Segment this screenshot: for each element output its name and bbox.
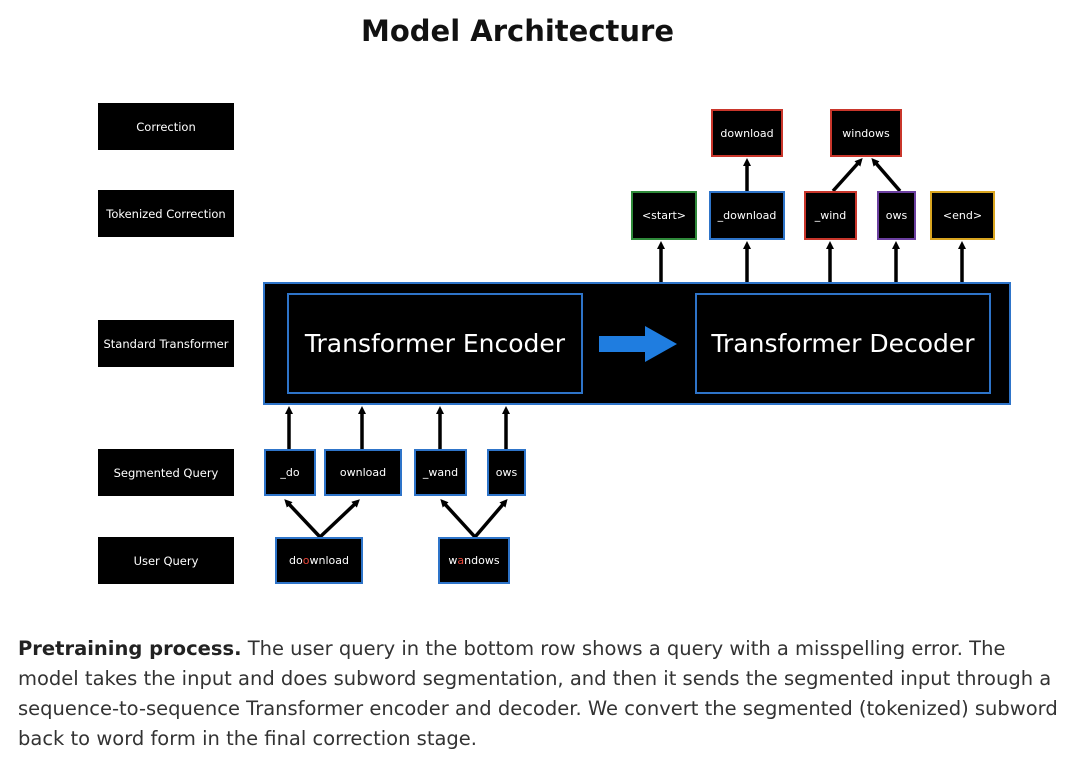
standard-transformer-block: Transformer Encoder Transformer Decoder <box>263 282 1011 405</box>
user-query-doownload-post: wnload <box>309 554 349 567</box>
tokenized-wind: _wind <box>804 191 857 240</box>
tokenized-end: <end> <box>930 191 995 240</box>
diagram-title: Model Architecture <box>361 14 674 48</box>
arrow-doownload-to-do <box>284 499 322 539</box>
user-query-wandows-pre: w <box>448 554 458 567</box>
correction-download: download <box>711 109 783 157</box>
caption-text: The user query in the bottom row shows a… <box>18 637 1058 750</box>
correction-windows: windows <box>830 109 902 157</box>
row-label-user-query: User Query <box>98 537 234 584</box>
row-label-standard-transformer: Standard Transformer <box>98 320 234 367</box>
tokenized-start: <start> <box>631 191 697 240</box>
segmented-token-do: _do <box>264 449 316 496</box>
misspelled-letter: o <box>302 554 310 567</box>
row-label-tokenized-correction: Tokenized Correction <box>98 190 234 237</box>
user-query-wandows-post: ndows <box>464 554 500 567</box>
arrow-ows-to-windows <box>871 157 902 193</box>
arrow-doownload-to-ownload <box>318 499 360 539</box>
arrow-wind-to-windows <box>831 158 863 193</box>
tokenized-download: _download <box>709 191 785 240</box>
row-label-correction: Correction <box>98 103 234 150</box>
arrow-wandows-to-ows <box>473 498 508 539</box>
misspelled-letter: a <box>457 554 465 567</box>
caption: Pretraining process. The user query in t… <box>18 634 1066 754</box>
segmented-token-wand: _wand <box>414 449 467 496</box>
user-query-doownload-pre: do <box>289 554 303 567</box>
transformer-encoder: Transformer Encoder <box>287 293 583 394</box>
encoder-to-decoder-arrow <box>599 326 677 362</box>
tokenized-ows: ows <box>877 191 916 240</box>
arrow-wandows-to-wand <box>440 499 477 539</box>
transformer-decoder: Transformer Decoder <box>695 293 991 394</box>
segmented-token-ownload: ownload <box>324 449 402 496</box>
row-label-segmented-query: Segmented Query <box>98 449 234 496</box>
segmented-token-ows: ows <box>487 449 526 496</box>
caption-bold: Pretraining process. <box>18 637 242 660</box>
